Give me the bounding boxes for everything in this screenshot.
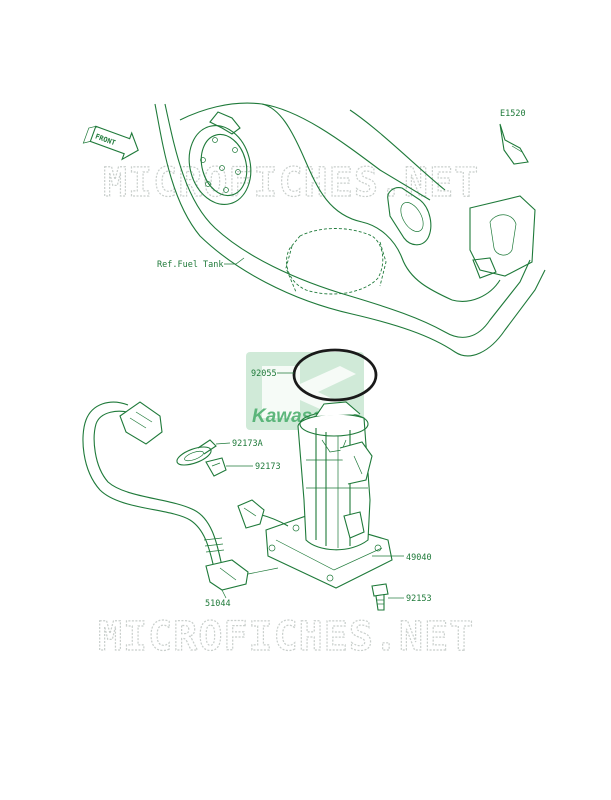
part-label-92173: 92173	[255, 462, 281, 472]
ref-fuel-tank-label: Ref.Fuel Tank	[157, 260, 224, 270]
part-49040-fuel-pump	[237, 401, 393, 589]
part-51044-hose	[82, 401, 249, 591]
part-label-51044: 51044	[205, 599, 231, 609]
diagram-code: E1520	[500, 109, 526, 119]
part-92055-o-ring	[292, 348, 378, 402]
part-label-92153: 92153	[406, 594, 432, 604]
part-92153-bolt	[371, 583, 389, 611]
watermark-bottom: MICROFICHES.NET	[98, 614, 474, 660]
part-92173a-clip	[176, 439, 217, 466]
part-92173-clamp	[205, 457, 227, 477]
watermark-top: MICROFICHES.NET	[103, 160, 479, 206]
front-arrow-icon: FRONT	[82, 125, 139, 161]
part-label-92173a: 92173A	[232, 439, 263, 449]
fuel-tank	[154, 102, 546, 357]
part-label-92055: 92055	[251, 369, 277, 379]
part-label-49040: 49040	[406, 553, 432, 563]
